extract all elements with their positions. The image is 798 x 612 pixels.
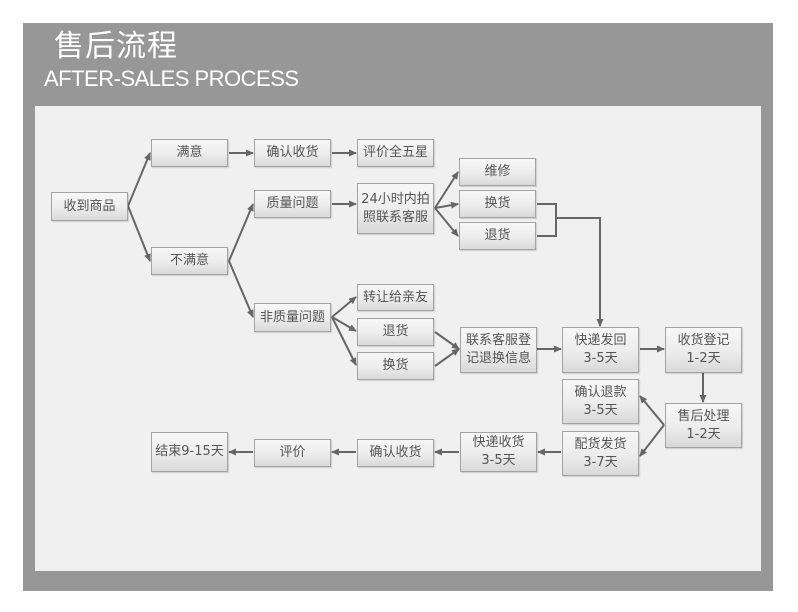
node-photo-contact-cs: 24小时内拍 照联系客服 [357,183,434,234]
node-receipt-register: 收货登记 1-2天 [665,327,742,373]
node-label-line2: 记退换信息 [465,351,531,366]
node-return-quality: 退货 [459,222,536,250]
node-transfer-to-friend: 转让给亲友 [357,284,434,311]
node-label-line1: 收货登记 [677,333,730,348]
node-label: 转让给亲友 [362,289,428,305]
node-rate-five-stars: 评价全五星 [357,139,434,167]
node-label-line2: 3-7天 [583,454,618,470]
node-register-info: 联系客服登 记退换信息 [460,327,537,373]
node-aftersales-process: 售后处理 1-2天 [665,403,742,448]
node-exchange-quality: 换货 [459,190,536,218]
node-receive-goods: 收到商品 [51,192,128,221]
node-label: 维修 [484,164,511,179]
node-label-line1: 24小时内拍 [361,191,430,207]
node-label: 确认收货 [266,145,319,160]
node-rate: 评价 [254,439,331,467]
node-express-receive: 快递收货 3-5天 [460,432,537,472]
node-label-line2: 3-5天 [583,402,618,418]
node-exchange-non-quality: 换货 [357,352,434,380]
node-label-line1: 快递发回 [574,333,627,348]
node-satisfied: 满意 [151,139,228,167]
node-label: 退货 [484,228,511,243]
node-return-non-quality: 退货 [357,318,434,346]
node-label-line1: 售后处理 [677,408,730,424]
page-title-cn: 售后流程 [54,29,178,64]
node-label: 评价 [279,445,306,460]
node-express-return: 快递发回 3-5天 [562,327,639,373]
node-label-line1: 快递收货 [472,435,525,450]
node-label: 不满意 [169,253,209,268]
node-label-line2: 3-5天 [481,453,516,468]
node-confirm-receipt-top: 确认收货 [254,139,331,167]
node-label-line2: 1-2天 [686,426,721,442]
node-label-line2: 照联系客服 [362,209,428,225]
node-label: 换货 [484,196,511,211]
node-non-quality-issue: 非质量问题 [254,303,331,332]
node-label: 质量问题 [266,196,319,211]
node-label: 确认收货 [369,445,422,460]
node-confirm-receipt-bottom: 确认收货 [357,439,434,467]
node-label: 非质量问题 [259,309,325,325]
node-label: 收到商品 [63,198,116,214]
node-ship-goods: 配货发货 3-7天 [562,431,639,476]
node-repair: 维修 [459,158,536,186]
node-quality-issue: 质量问题 [254,190,331,218]
node-label: 满意 [176,145,203,160]
node-label-line2: 1-2天 [686,351,721,366]
node-label: 评价全五星 [362,145,428,160]
node-unsatisfied: 不满意 [151,247,228,275]
page-title-en: AFTER-SALES PROCESS [44,66,299,91]
node-label: 结束9-15天 [155,444,224,459]
node-confirm-refund: 确认退款 3-5天 [562,379,639,424]
node-label-line1: 联系客服登 [465,333,531,348]
node-label: 换货 [382,358,409,373]
node-end: 结束9-15天 [151,432,228,472]
node-label: 退货 [382,324,409,339]
node-label-line1: 确认退款 [574,384,627,400]
node-label-line2: 3-5天 [583,351,618,366]
node-label-line1: 配货发货 [574,436,627,452]
